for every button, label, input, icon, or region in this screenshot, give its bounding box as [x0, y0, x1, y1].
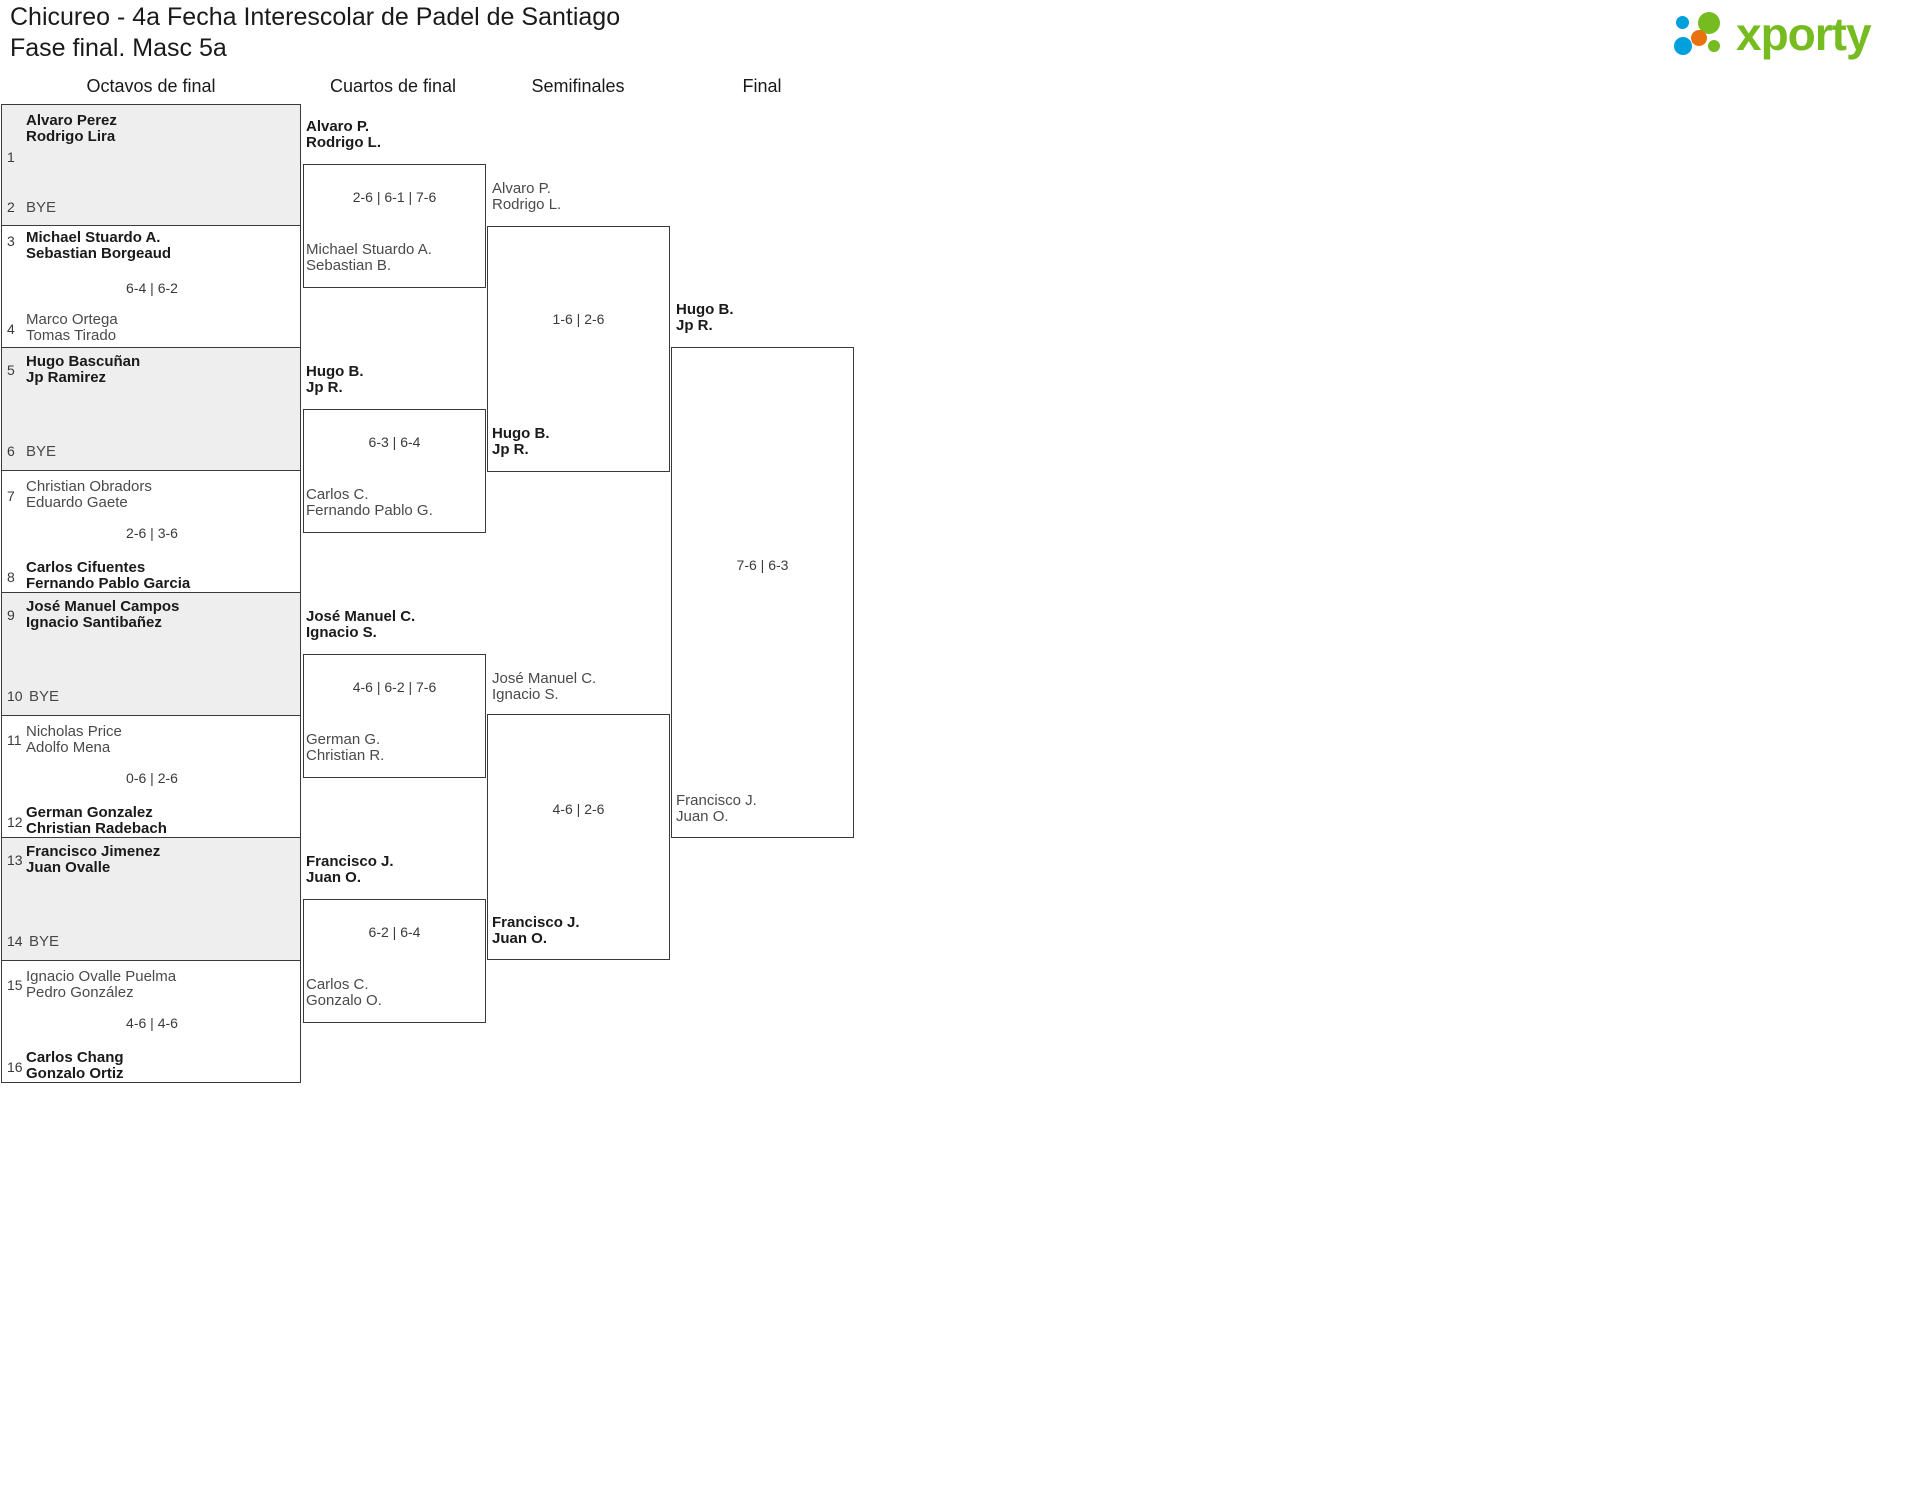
team-name: Nicholas Price Adolfo Mena	[26, 723, 122, 756]
sf-2-connector	[487, 714, 670, 960]
seed-number: 12	[7, 814, 23, 830]
team-name: Francisco Jimenez Juan Ovalle	[26, 843, 161, 876]
bye-label: BYE	[29, 688, 60, 705]
r1-match-4[interactable]: 7 Christian Obradors Eduardo Gaete 2-6 |…	[1, 471, 301, 593]
qf-2-connector	[303, 409, 486, 533]
seed-number: 16	[7, 1059, 23, 1075]
tournament-subtitle: Fase final. Masc 5a	[10, 34, 227, 62]
bye-label: BYE	[26, 199, 57, 216]
team-name: Marco Ortega Tomas Tirado	[26, 311, 118, 344]
bye-label: BYE	[29, 933, 60, 950]
seed-number: 11	[7, 732, 22, 748]
round-header-final: Final	[742, 76, 782, 96]
logo-wordmark: xporty	[1736, 8, 1872, 60]
round-header-semifinales: Semifinales	[531, 76, 625, 96]
seed-number: 4	[7, 321, 15, 337]
team-name: German Gonzalez Christian Radebach	[26, 804, 167, 837]
seed-number: 14	[7, 933, 23, 949]
sf-2-bottom-team: Francisco J. Juan O.	[492, 914, 580, 947]
team-name: Ignacio Ovalle Puelma Pedro González	[26, 968, 177, 1001]
r1-match-8[interactable]: 15 Ignacio Ovalle Puelma Pedro González …	[1, 961, 301, 1083]
qf-2-score: 6-3 | 6-4	[368, 434, 421, 450]
qf-1-connector	[303, 164, 486, 288]
final-connector	[671, 347, 854, 838]
r1-match-6[interactable]: 11 Nicholas Price Adolfo Mena 0-6 | 2-6 …	[1, 716, 301, 838]
r1-match-7[interactable]: 13 Francisco Jimenez Juan Ovalle 14 BYE	[1, 838, 301, 961]
qf-3-top-team: José Manuel C. Ignacio S.	[306, 608, 416, 641]
match-score: 2-6 | 3-6	[126, 525, 178, 541]
sf-2-score: 4-6 | 2-6	[552, 801, 605, 817]
sf-2-top-team: José Manuel C. Ignacio S.	[492, 670, 597, 703]
seed-number: 2	[7, 199, 15, 215]
logo-dots-icon	[1674, 12, 1734, 60]
seed-number: 6	[7, 443, 15, 459]
qf-2-bottom-team: Carlos C. Fernando Pablo G.	[306, 486, 433, 519]
qf-4-score: 6-2 | 6-4	[368, 924, 421, 940]
team-name: Alvaro Perez Rodrigo Lira	[26, 112, 117, 145]
sf-1-bottom-team: Hugo B. Jp R.	[492, 425, 550, 458]
team-name: Carlos Chang Gonzalo Ortiz	[26, 1049, 124, 1082]
team-name: José Manuel Campos Ignacio Santibañez	[26, 598, 180, 631]
bye-label: BYE	[26, 443, 57, 460]
page-title: Chicureo - 4a Fecha Interescolar de Pade…	[10, 2, 620, 64]
team-name: Christian Obradors Eduardo Gaete	[26, 478, 152, 511]
xporty-logo: xporty	[1674, 8, 1904, 64]
r1-match-1[interactable]: 1 Alvaro Perez Rodrigo Lira 2 BYE	[1, 104, 301, 226]
match-score: 4-6 | 4-6	[126, 1015, 178, 1031]
qf-2-top-team: Hugo B. Jp R.	[306, 363, 364, 396]
team-name: Carlos Cifuentes Fernando Pablo Garcia	[26, 559, 191, 592]
seed-number: 5	[7, 362, 15, 378]
qf-1-bottom-team: Michael Stuardo A. Sebastian B.	[306, 241, 432, 274]
seed-number: 10	[7, 688, 23, 704]
seed-number: 1	[7, 149, 15, 165]
qf-1-top-team: Alvaro P. Rodrigo L.	[306, 118, 381, 151]
final-bottom-team: Francisco J. Juan O.	[676, 792, 757, 825]
team-name: Michael Stuardo A. Sebastian Borgeaud	[26, 229, 172, 262]
seed-number: 8	[7, 569, 15, 585]
r1-match-2[interactable]: 3 Michael Stuardo A. Sebastian Borgeaud …	[1, 226, 301, 348]
qf-3-bottom-team: German G. Christian R.	[306, 731, 385, 764]
team-name: Hugo Bascuñan Jp Ramirez	[26, 353, 141, 386]
qf-1-score: 2-6 | 6-1 | 7-6	[352, 189, 437, 205]
seed-number: 13	[7, 852, 23, 868]
round-header-octavos: Octavos de final	[86, 76, 216, 96]
final-top-team: Hugo B. Jp R.	[676, 301, 734, 334]
seed-number: 9	[7, 607, 15, 623]
tournament-title: Chicureo - 4a Fecha Interescolar de Pade…	[10, 3, 621, 31]
round-header-cuartos: Cuartos de final	[329, 76, 457, 96]
final-score: 7-6 | 6-3	[736, 557, 789, 573]
r1-match-5[interactable]: 9 José Manuel Campos Ignacio Santibañez …	[1, 593, 301, 716]
qf-3-connector	[303, 654, 486, 778]
seed-number: 15	[7, 977, 23, 993]
sf-1-top-team: Alvaro P. Rodrigo L.	[492, 180, 562, 213]
match-score: 6-4 | 6-2	[126, 280, 178, 296]
qf-4-bottom-team: Carlos C. Gonzalo O.	[306, 976, 382, 1009]
match-score: 0-6 | 2-6	[126, 770, 178, 786]
qf-4-connector	[303, 899, 486, 1023]
qf-4-top-team: Francisco J. Juan O.	[306, 853, 394, 886]
qf-3-score: 4-6 | 6-2 | 7-6	[352, 679, 437, 695]
sf-1-score: 1-6 | 2-6	[552, 311, 605, 327]
sf-1-connector	[487, 226, 670, 472]
seed-number: 7	[7, 488, 15, 504]
r1-match-3[interactable]: 5 Hugo Bascuñan Jp Ramirez 6 BYE	[1, 348, 301, 471]
seed-number: 3	[7, 233, 15, 249]
